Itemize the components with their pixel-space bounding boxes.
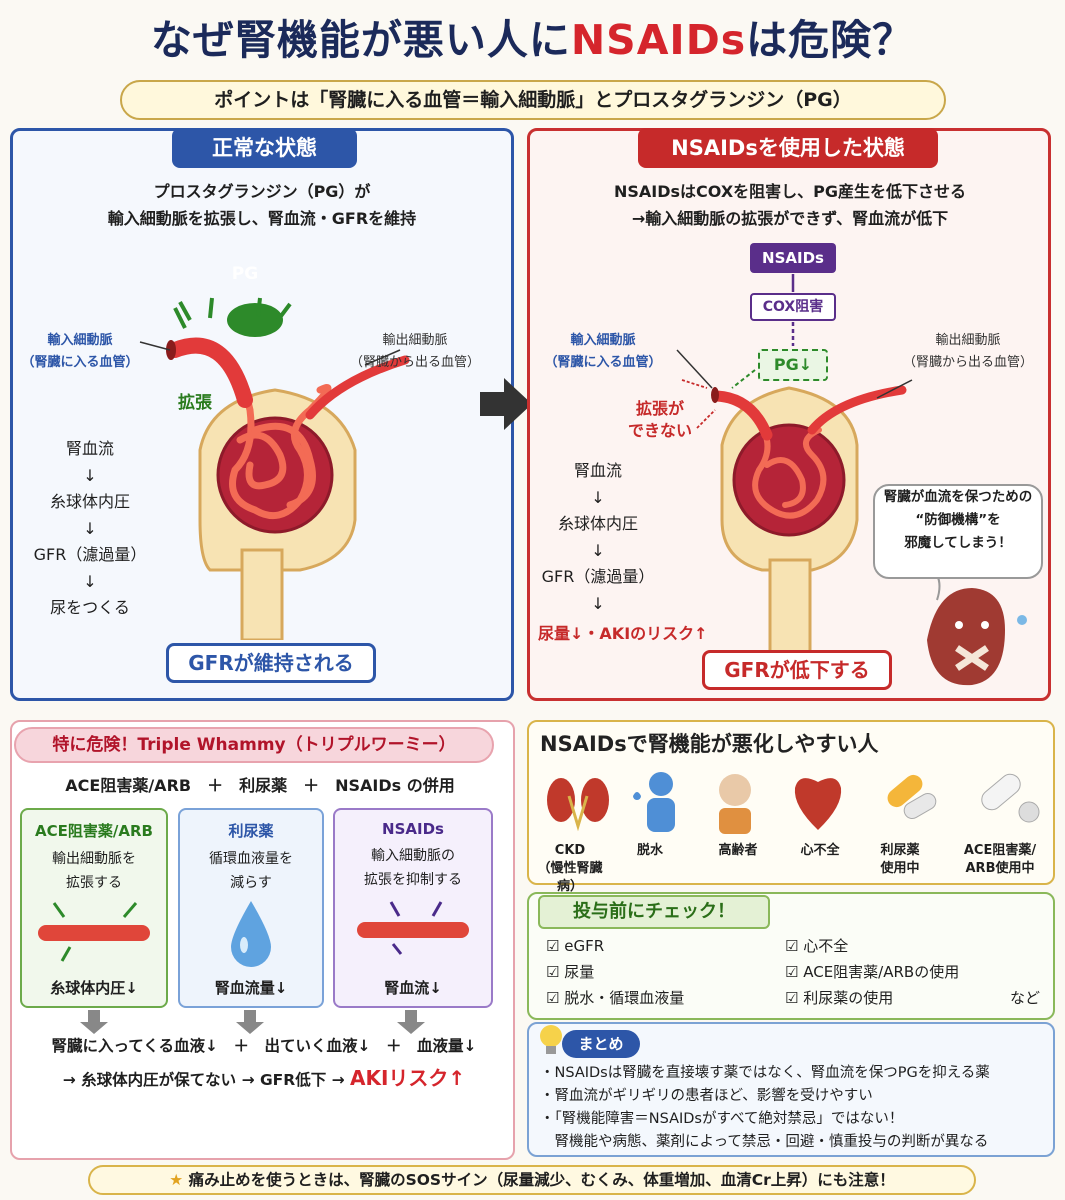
capsule-icon [887, 774, 937, 819]
risk-elderly: 高齢者 [718, 843, 758, 858]
aki-risk-text: 尿量↓・AKIのリスク↑ [538, 624, 708, 643]
page-title: なぜ腎機能が悪い人にNSAIDsは危険？ [150, 16, 915, 64]
kidney-character [927, 588, 1005, 686]
normal-desc: プロスタグランジン（PG）が輸入細動脈を拡張し、腎血流・GFRを維持 [107, 182, 417, 228]
risk-ace-arb: ACE阻害薬/ARB使用中 [963, 843, 1037, 876]
risk-ckd: CKD（慢性腎臓病） [537, 843, 603, 894]
risk-icons [547, 772, 1040, 834]
heart-icon [794, 778, 842, 830]
efferent-label: 輸出細動脈（腎臓から出る血管） [349, 333, 480, 370]
cannot-dilate-label: 拡張ができない [627, 399, 692, 440]
efferent-label: 輸出細動脈（腎臓から出る血管） [902, 333, 1033, 370]
lightbulb-icon [540, 1025, 562, 1054]
dilate-label: 拡張 [178, 393, 212, 413]
check-list-left: ☑ eGFR ☑ 尿量 ☑ 脱水・循環血液量 [546, 937, 685, 1007]
pg-badge [227, 303, 283, 337]
risk-diuretic: 利尿薬使用中 [880, 843, 920, 876]
pg-down-box: PG↓ [758, 349, 828, 381]
summary-head: まとめ [562, 1030, 640, 1058]
nsaids-flow: 腎血流↓糸球体内圧↓GFR（濾過量）↓ [541, 461, 655, 613]
cox-box: COX阻害 [750, 293, 836, 321]
pg-arrows-icon [173, 297, 292, 329]
dehydration-icon [633, 772, 675, 832]
elderly-icon [719, 774, 751, 834]
nsaids-box: NSAIDs [750, 243, 836, 273]
constricted-vessel-icon [357, 901, 469, 955]
nsaids-tag: NSAIDsを使用した状態 [638, 128, 938, 168]
speech-bubble: 腎臓が血流を保つための“防御機構”を邪魔してしまう！ [873, 484, 1043, 579]
check-etc: など [1010, 989, 1041, 1007]
glomerulus-nsaids-diagram [676, 274, 1027, 686]
check-list-right: ☑ 心不全 ☑ ACE阻害薬/ARBの使用 ☑ 利尿薬の使用 [785, 937, 960, 1007]
gfr-decrease-badge: GFRが低下する [702, 650, 892, 690]
subtitle: ポイントは「腎臓に入る血管＝輸入細動脈」とプロスタグランジン（PG） [120, 80, 946, 120]
normal-flow: 腎血流↓糸球体内圧↓GFR（濾過量）↓尿をつくる [33, 439, 147, 617]
risk-heart-failure: 心不全 [800, 843, 840, 858]
diuretic-card: 利尿薬循環血液量を減らす 腎血流量↓ [178, 808, 324, 1008]
triple-whammy-head: 特に危険！Triple Whammy（トリプルワーミー） [14, 727, 494, 763]
risk-group-head: NSAIDsで腎機能が悪化しやすい人 [540, 732, 879, 756]
tw-summary: 腎臓に入ってくる血液↓ ＋ 出ていく血液↓ ＋ 血液量↓ → 糸球体内圧が保てな… [51, 1037, 477, 1090]
kidney-icon [547, 778, 609, 832]
glomerulus-normal-diagram [139, 297, 410, 640]
pill-icon [981, 773, 1040, 823]
check-head: 投与前にチェック！ [538, 895, 770, 929]
bottom-note: ★ 痛み止めを使うときは、腎臓のSOSサイン（尿量減少、むくみ、体重増加、血清C… [88, 1165, 976, 1195]
afferent-label: 輸入細動脈（腎臓に入る血管） [544, 333, 662, 370]
risk-group-panel [527, 720, 1055, 885]
normal-tag: 正常な状態 [172, 128, 357, 168]
pg-label: PG [231, 264, 259, 284]
arrow-right-icon [480, 378, 532, 430]
summary-list: ・NSAIDsは腎臓を直接壊す薬ではなく、腎血流を保つPGを抑える薬・腎血流がギ… [540, 1065, 990, 1150]
star-icon: ★ [169, 1171, 184, 1189]
dilated-vessel-icon [38, 902, 150, 962]
down-arrows-icon [80, 1010, 425, 1034]
risk-dehydration: 脱水 [636, 843, 663, 858]
combo-text: ACE阻害薬/ARB ＋ 利尿薬 ＋ NSAIDs の併用 [65, 776, 455, 795]
gfr-maintained-badge: GFRが維持される [166, 643, 376, 683]
afferent-label: 輸入細動脈（腎臓に入る血管） [21, 333, 139, 370]
nsaids-desc: NSAIDsはCOXを阻害し、PG産生を低下させる→輸入細動脈の拡張ができず、腎… [613, 182, 967, 228]
water-drop-icon [231, 901, 271, 967]
